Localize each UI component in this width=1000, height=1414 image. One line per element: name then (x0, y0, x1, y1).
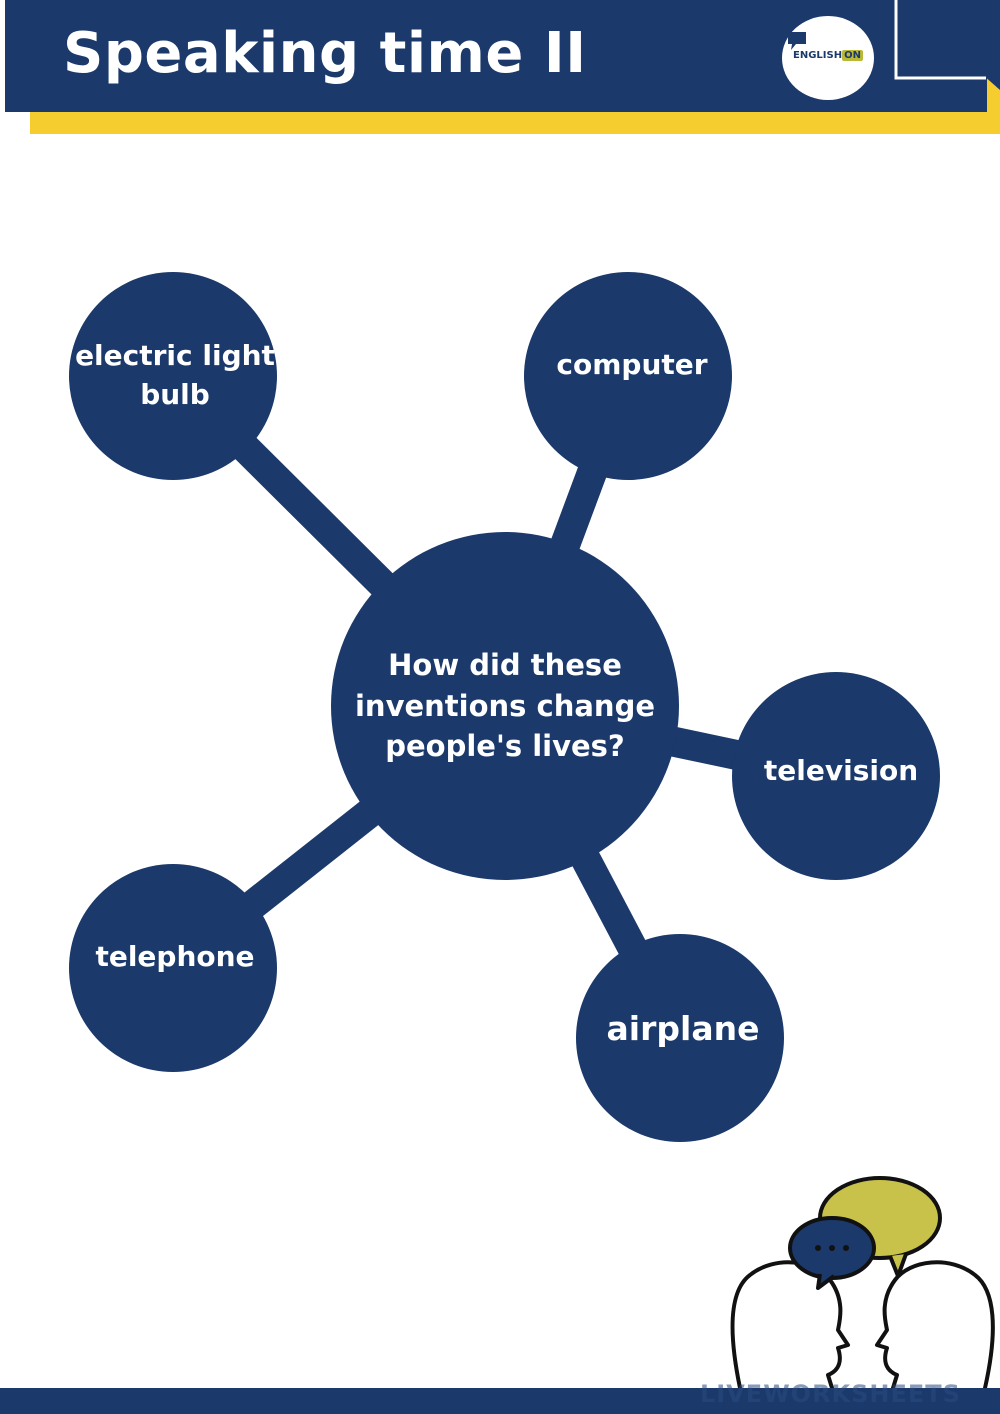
page-curl-corner (894, 0, 1000, 90)
circle-computer (524, 272, 732, 480)
left-head-outline (730, 1260, 850, 1390)
speech-bubbles-icon (788, 1176, 942, 1290)
page-title: Speaking time II (63, 21, 587, 86)
circle-television (732, 672, 940, 880)
footer-bar (0, 1388, 1000, 1414)
center-circle (331, 532, 679, 880)
circle-telephone (69, 864, 277, 1072)
logo-on: ON (842, 50, 863, 61)
right-head-outline (875, 1260, 995, 1390)
item-electric-light-bulb: electric light bulb (75, 338, 275, 411)
logo-speech-icon (788, 32, 806, 50)
item-airplane: airplane (606, 1008, 760, 1048)
logo-word: ENGLISH (793, 50, 843, 61)
two-heads-talking-icon (730, 1176, 995, 1390)
item-television: television (763, 754, 919, 788)
item-telephone: telephone (95, 940, 255, 974)
item-computer: computer (556, 348, 708, 382)
circle-light-bulb (69, 272, 277, 480)
circle-airplane (576, 934, 784, 1142)
center-question: How did these inventions change people's… (354, 648, 655, 764)
liveworksheets-watermark: LIVEWORKSHEETS (700, 1380, 961, 1408)
